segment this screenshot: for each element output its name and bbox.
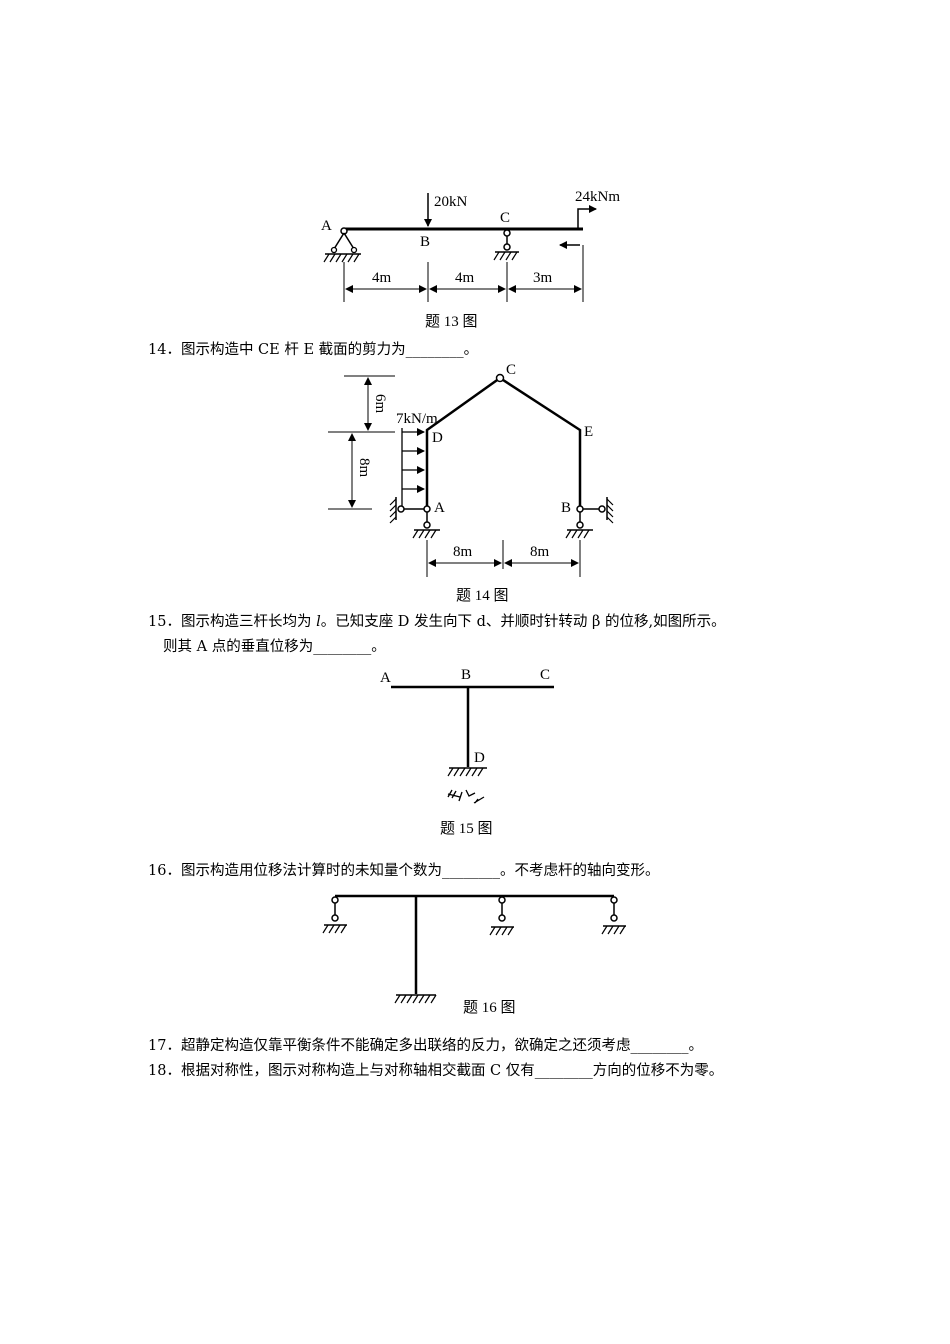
question-18-text: 根据对称性，图示对称构造上与对称轴相交截面 C 仅有________方向的位移不… [180,1063,724,1079]
question-16-text: 图示构造用位移法计算时的未知量个数为________。不考虑杆的轴向变形。 [180,863,660,879]
hinge-c [495,373,505,383]
support-a-14 [389,497,440,539]
caption-14: 题 14 图 [456,587,509,604]
moment-arrow-top [577,205,597,229]
label-e-14: E [584,424,593,440]
roller-support-16-1 [322,896,347,934]
dim-1: 4m [372,270,392,286]
figure-14: C D E 7kN/m A [328,362,614,604]
fixed-hatch-16 [394,994,437,1004]
question-15-text-post: 。已知支座 D 发生向下 d、并顺时针转动 β 的位移,如图所示。 [320,614,726,630]
distributed-load-label: 7kN/m [396,411,438,427]
label-b: B [420,234,430,250]
fixed-hatch-15 [447,767,484,777]
dim-h-2: 8m [530,544,550,560]
distributed-load-arrows [401,428,425,507]
label-c-15: C [540,667,550,683]
moment-label: 24kNm [575,189,620,205]
displaced-support-sketch [447,789,485,804]
question-17-number: 17． [148,1038,181,1054]
label-c: C [500,210,510,226]
question-14: 14．图示构造中 CE 杆 E 截面的剪力为________。 [148,340,478,360]
label-b-14: B [561,500,571,516]
frame-14 [425,376,582,507]
question-15-variable: l [316,614,321,630]
figure-16: 题 16 图 [322,894,626,1016]
question-15-line-1: 15．图示构造三杆长均为 l。已知支座 D 发生向下 d、并顺时针转动 β 的位… [148,612,726,632]
figure-13: A 20kN B C 24kNm 4m [321,189,620,330]
label-d-15: D [474,750,485,766]
question-18-number: 18． [148,1063,181,1079]
dimension-lines-13 [343,245,584,302]
question-15-text-pre: 图示构造三杆长均为 [180,614,317,630]
label-c-14: C [506,362,516,378]
question-14-text: 图示构造中 CE 杆 E 截面的剪力为________。 [180,342,479,358]
caption-16: 题 16 图 [463,999,516,1016]
roller-support-16-3 [601,896,626,935]
dim-v-8m: 8m [356,458,372,478]
question-17-text: 超静定构造仅靠平衡条件不能确定多出联络的反力，欲确定之还须考虑________。 [180,1038,703,1054]
support-b-14 [565,497,614,539]
label-d-14: D [432,430,443,446]
question-16-number: 16． [148,863,181,879]
dim-3: 3m [533,270,553,286]
horizontal-dimensions-14 [426,540,581,577]
roller-support-16-2 [489,896,514,936]
question-15-line-2: 则其 A 点的垂直位移为________。 [163,639,386,655]
caption-13: 题 13 图 [425,313,478,330]
label-a: A [321,218,332,234]
question-17: 17．超静定构造仅靠平衡条件不能确定多出联络的反力，欲确定之还须考虑______… [148,1036,703,1056]
question-16: 16．图示构造用位移法计算时的未知量个数为________。不考虑杆的轴向变形。 [148,861,659,881]
question-14-number: 14． [148,342,181,358]
question-15-number: 15． [148,614,181,630]
pin-support-a [323,227,361,263]
point-load-label: 20kN [434,194,468,210]
label-b-15: B [461,667,471,683]
figure-15: A B C D 题 15 图 [380,667,554,837]
dim-h-1: 8m [453,544,473,560]
caption-15: 题 15 图 [440,820,493,837]
vertical-dimensions-14 [328,375,395,510]
dim-v-6m: 6m [372,394,388,414]
label-a-14: A [434,500,445,516]
label-a-15: A [380,670,391,686]
dim-2: 4m [455,270,475,286]
question-18: 18．根据对称性，图示对称构造上与对称轴相交截面 C 仅有________方向的… [148,1061,723,1081]
roller-support-c [493,229,519,261]
